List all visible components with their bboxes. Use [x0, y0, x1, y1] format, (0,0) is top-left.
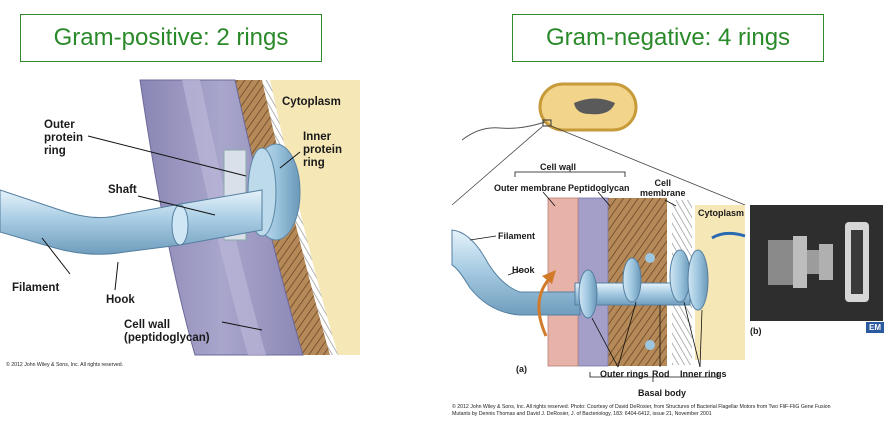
label-filament-left: Filament — [12, 282, 60, 294]
label-inner-protein-ring: Inner protein ring — [303, 131, 342, 169]
label-hook-right: Hook — [512, 265, 535, 275]
label-basal-body: Basal body — [638, 388, 687, 398]
label-inner-rings: Inner rings — [680, 369, 727, 379]
label-cytoplasm-left: Cytoplasm — [282, 96, 341, 108]
gram-positive-diagram — [0, 79, 360, 356]
gram-negative-title: Gram-negative: 4 rings — [512, 14, 824, 62]
em-badge: EM — [866, 322, 884, 333]
label-filament-right: Filament — [498, 231, 536, 241]
copyright-left: © 2012 John Wiley & Sons, Inc. All right… — [6, 362, 124, 368]
label-outer-membrane: Outer membrane — [494, 183, 567, 193]
copyright-right: © 2012 John Wiley & Sons, Inc. All right… — [452, 404, 831, 417]
label-part-b: (b) — [750, 326, 762, 336]
label-hook-left: Hook — [106, 294, 135, 306]
gram-negative-diagram — [451, 82, 883, 382]
label-cytoplasm-right: Cytoplasm — [698, 208, 745, 218]
label-part-a: (a) — [516, 364, 527, 374]
label-cell-membrane: Cell membrane — [640, 178, 686, 198]
label-outer-protein-ring: Outer protein ring — [44, 119, 83, 157]
em-micrograph — [750, 205, 883, 321]
label-shaft: Shaft — [108, 184, 137, 196]
gram-positive-title: Gram-positive: 2 rings — [20, 14, 322, 62]
label-cell-wall-right: Cell wall — [540, 162, 577, 172]
label-outer-rings: Outer rings — [600, 369, 649, 379]
label-rod: Rod — [652, 369, 670, 379]
label-peptidoglycan: Peptidoglycan — [568, 183, 630, 193]
label-cell-wall-left: Cell wall (peptidoglycan) — [124, 319, 210, 344]
